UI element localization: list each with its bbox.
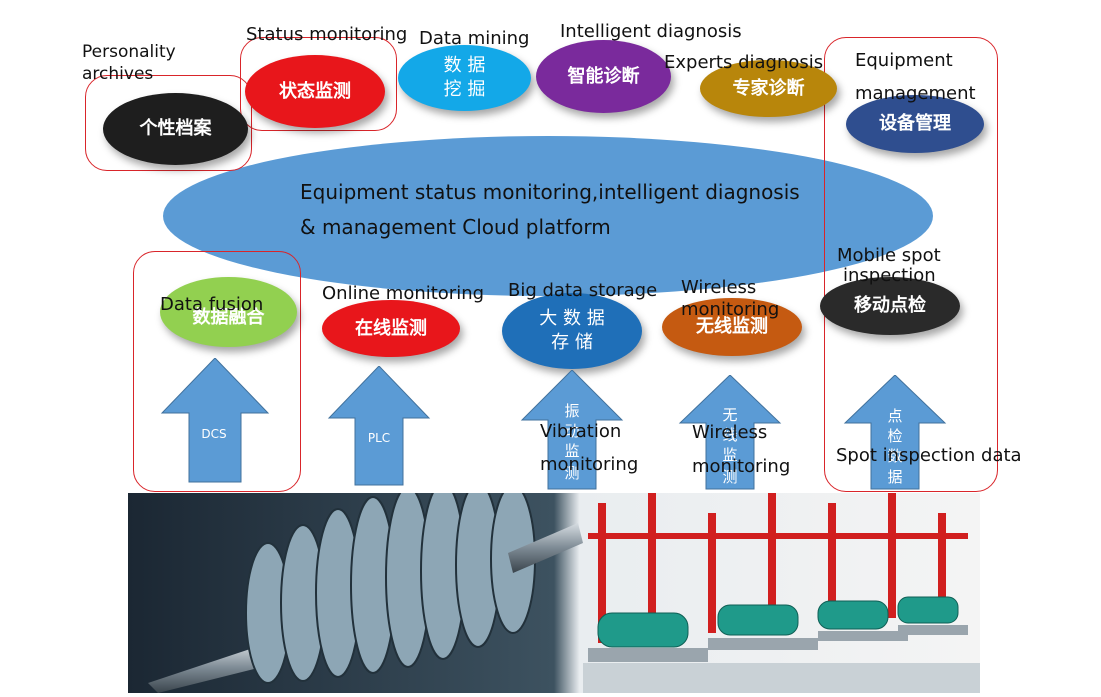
data-fusion-cn: 数据融合	[192, 307, 265, 328]
spot-cn-1: 点	[887, 407, 903, 425]
vibration-cn-3: 监	[564, 442, 580, 460]
plc-up-arrow-icon	[327, 366, 431, 486]
mobile-spot-inspection-label-1: Mobile spot	[837, 245, 941, 266]
dcs-label: DCS	[201, 427, 227, 441]
experts-diagnosis-cn: 专家诊断	[732, 77, 805, 99]
turbine-rotor	[148, 493, 583, 693]
wireless-arrow-label-2: monitoring	[692, 456, 791, 477]
vibration-monitoring-label-1: Vibration	[540, 421, 622, 442]
personality-archives-oval: 个性档案	[103, 93, 248, 165]
data-mining-label: Data mining	[419, 28, 530, 49]
experts-diagnosis-oval: 专家诊断	[700, 60, 837, 117]
wireless-monitoring-oval: 无线监测	[662, 298, 802, 356]
wireless-cn-2: 线	[722, 426, 738, 444]
personality-archives-cn: 个性档案	[139, 118, 212, 139]
intelligent-diagnosis-oval: 智能诊断	[536, 40, 671, 113]
online-monitoring-cn: 在线监测	[355, 317, 427, 339]
plc-label: PLC	[367, 431, 391, 445]
vibration-up-arrow-icon	[520, 370, 624, 490]
platform-title-line2: & management Cloud platform	[300, 215, 611, 239]
spot-cn-4: 据	[887, 468, 903, 486]
spot-cn-3: 数	[887, 447, 903, 465]
big-data-storage-cn-1: 大 数 据	[539, 308, 605, 329]
equipment-photo	[128, 493, 980, 693]
data-fusion-frame	[133, 251, 301, 492]
pump-station	[583, 493, 980, 693]
status-frame	[240, 37, 397, 131]
mobile-spot-inspection-oval: 移动点检	[820, 277, 960, 335]
data-mining-oval: 数 据 挖 掘	[398, 45, 531, 111]
intelligent-diagnosis-label: Intelligent diagnosis	[560, 21, 742, 42]
vibration-cn-1: 振	[564, 402, 580, 420]
equipment-column-frame	[824, 37, 998, 492]
status-monitoring-label: Status monitoring	[246, 24, 408, 45]
vibration-monitoring-label-2: monitoring	[540, 454, 639, 475]
spot-cn-2: 检	[887, 427, 903, 445]
wireless-monitoring-label-1: Wireless	[681, 277, 757, 298]
wireless-arrow-label-1: Wireless	[692, 422, 768, 443]
data-fusion-label: Data fusion	[160, 294, 264, 315]
big-data-storage-label: Big data storage	[508, 280, 658, 301]
equipment-management-label-1: Equipment	[855, 50, 953, 71]
equipment-management-label-2: management	[855, 83, 976, 104]
wireless-up-arrow-icon	[678, 375, 782, 490]
data-fusion-oval: 数据融合	[160, 277, 297, 347]
personality-archives-label: Personality archives	[82, 42, 176, 84]
intelligent-diagnosis-cn: 智能诊断	[567, 65, 640, 87]
spot-inspection-data-label: Spot inspection data	[836, 445, 1022, 466]
data-mining-cn-1: 数 据	[443, 55, 486, 76]
platform-title-line1: Equipment status monitoring,intelligent …	[300, 180, 800, 204]
vibration-cn-4: 测	[564, 464, 580, 482]
data-mining-cn-2: 挖 掘	[443, 79, 486, 100]
wireless-monitoring-cn: 无线监测	[696, 316, 768, 337]
equipment-management-oval: 设备管理	[846, 95, 984, 153]
online-monitoring-oval: 在线监测	[322, 300, 460, 357]
status-monitoring-cn: 状态监测	[279, 80, 351, 102]
status-monitoring-oval: 状态监测	[245, 55, 385, 128]
vibration-cn-2: 动	[564, 422, 580, 440]
wireless-cn-1: 无	[722, 406, 738, 424]
dcs-up-arrow-icon	[160, 358, 270, 483]
mobile-spot-inspection-label-2: inspection	[843, 265, 936, 286]
wireless-cn-3: 监	[722, 446, 738, 464]
wireless-cn-4: 测	[722, 468, 738, 486]
experts-diagnosis-label: Experts diagnosis	[664, 52, 824, 73]
wireless-monitoring-label-2: monitoring	[681, 299, 780, 320]
equipment-management-cn: 设备管理	[879, 113, 951, 134]
online-monitoring-label: Online monitoring	[322, 283, 485, 304]
big-data-storage-oval: 大 数 据 存 储	[502, 293, 642, 369]
spot-up-arrow-icon	[843, 375, 947, 490]
mobile-spot-inspection-cn: 移动点检	[854, 295, 926, 316]
big-data-storage-cn-2: 存 储	[551, 332, 593, 353]
